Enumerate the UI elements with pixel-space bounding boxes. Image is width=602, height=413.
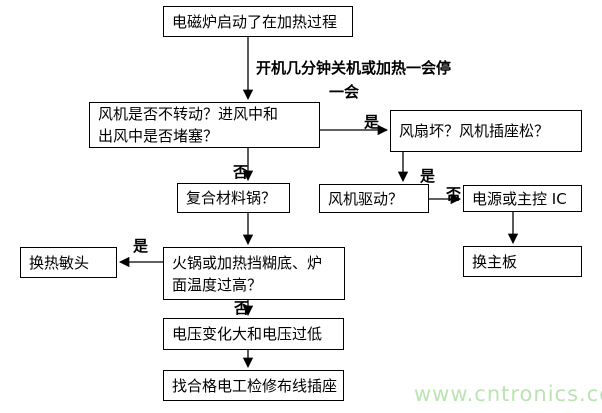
edge-label-no-composite-pot: 否 (233, 163, 249, 181)
node-find-electrician: 找合格电工检修布线插座 (163, 370, 344, 401)
node-pot-overheat: 火锅或加热挡糊底、炉 面温度过高？ (163, 247, 345, 300)
edge-label-yes-thermal-head: 是 (133, 237, 149, 255)
node-power-or-main-ic: 电源或主控 IC (463, 185, 582, 212)
edge-label-yes-fan-broken: 是 (364, 113, 380, 131)
node-replace-thermal-head: 换热敏头 (20, 247, 117, 278)
node-fan-drive: 风机驱动？ (319, 184, 429, 213)
edge-label-no-power-ic: 否 (446, 185, 462, 203)
annotation-line2: 一会 (329, 83, 360, 101)
annotation-line1: 开机几分钟关机或加热一会停 (256, 59, 452, 77)
node-voltage-problem: 电压变化大和电压过低 (163, 318, 344, 350)
edge-label-no-voltage: 否 (234, 299, 250, 317)
watermark: www.cntronics.com (414, 382, 602, 406)
edge-label-yes-fan-drive: 是 (420, 167, 436, 185)
node-composite-pot: 复合材料锅？ (177, 183, 290, 213)
node-start: 电磁炉启动了在加热过程 (163, 6, 353, 37)
node-replace-mainboard: 换主板 (463, 246, 582, 277)
node-fan-not-spinning: 风机是否不转动？进风中和 出风中是否堵塞？ (89, 102, 320, 148)
node-fan-broken: 风扇坏？风机插座松？ (390, 110, 582, 152)
